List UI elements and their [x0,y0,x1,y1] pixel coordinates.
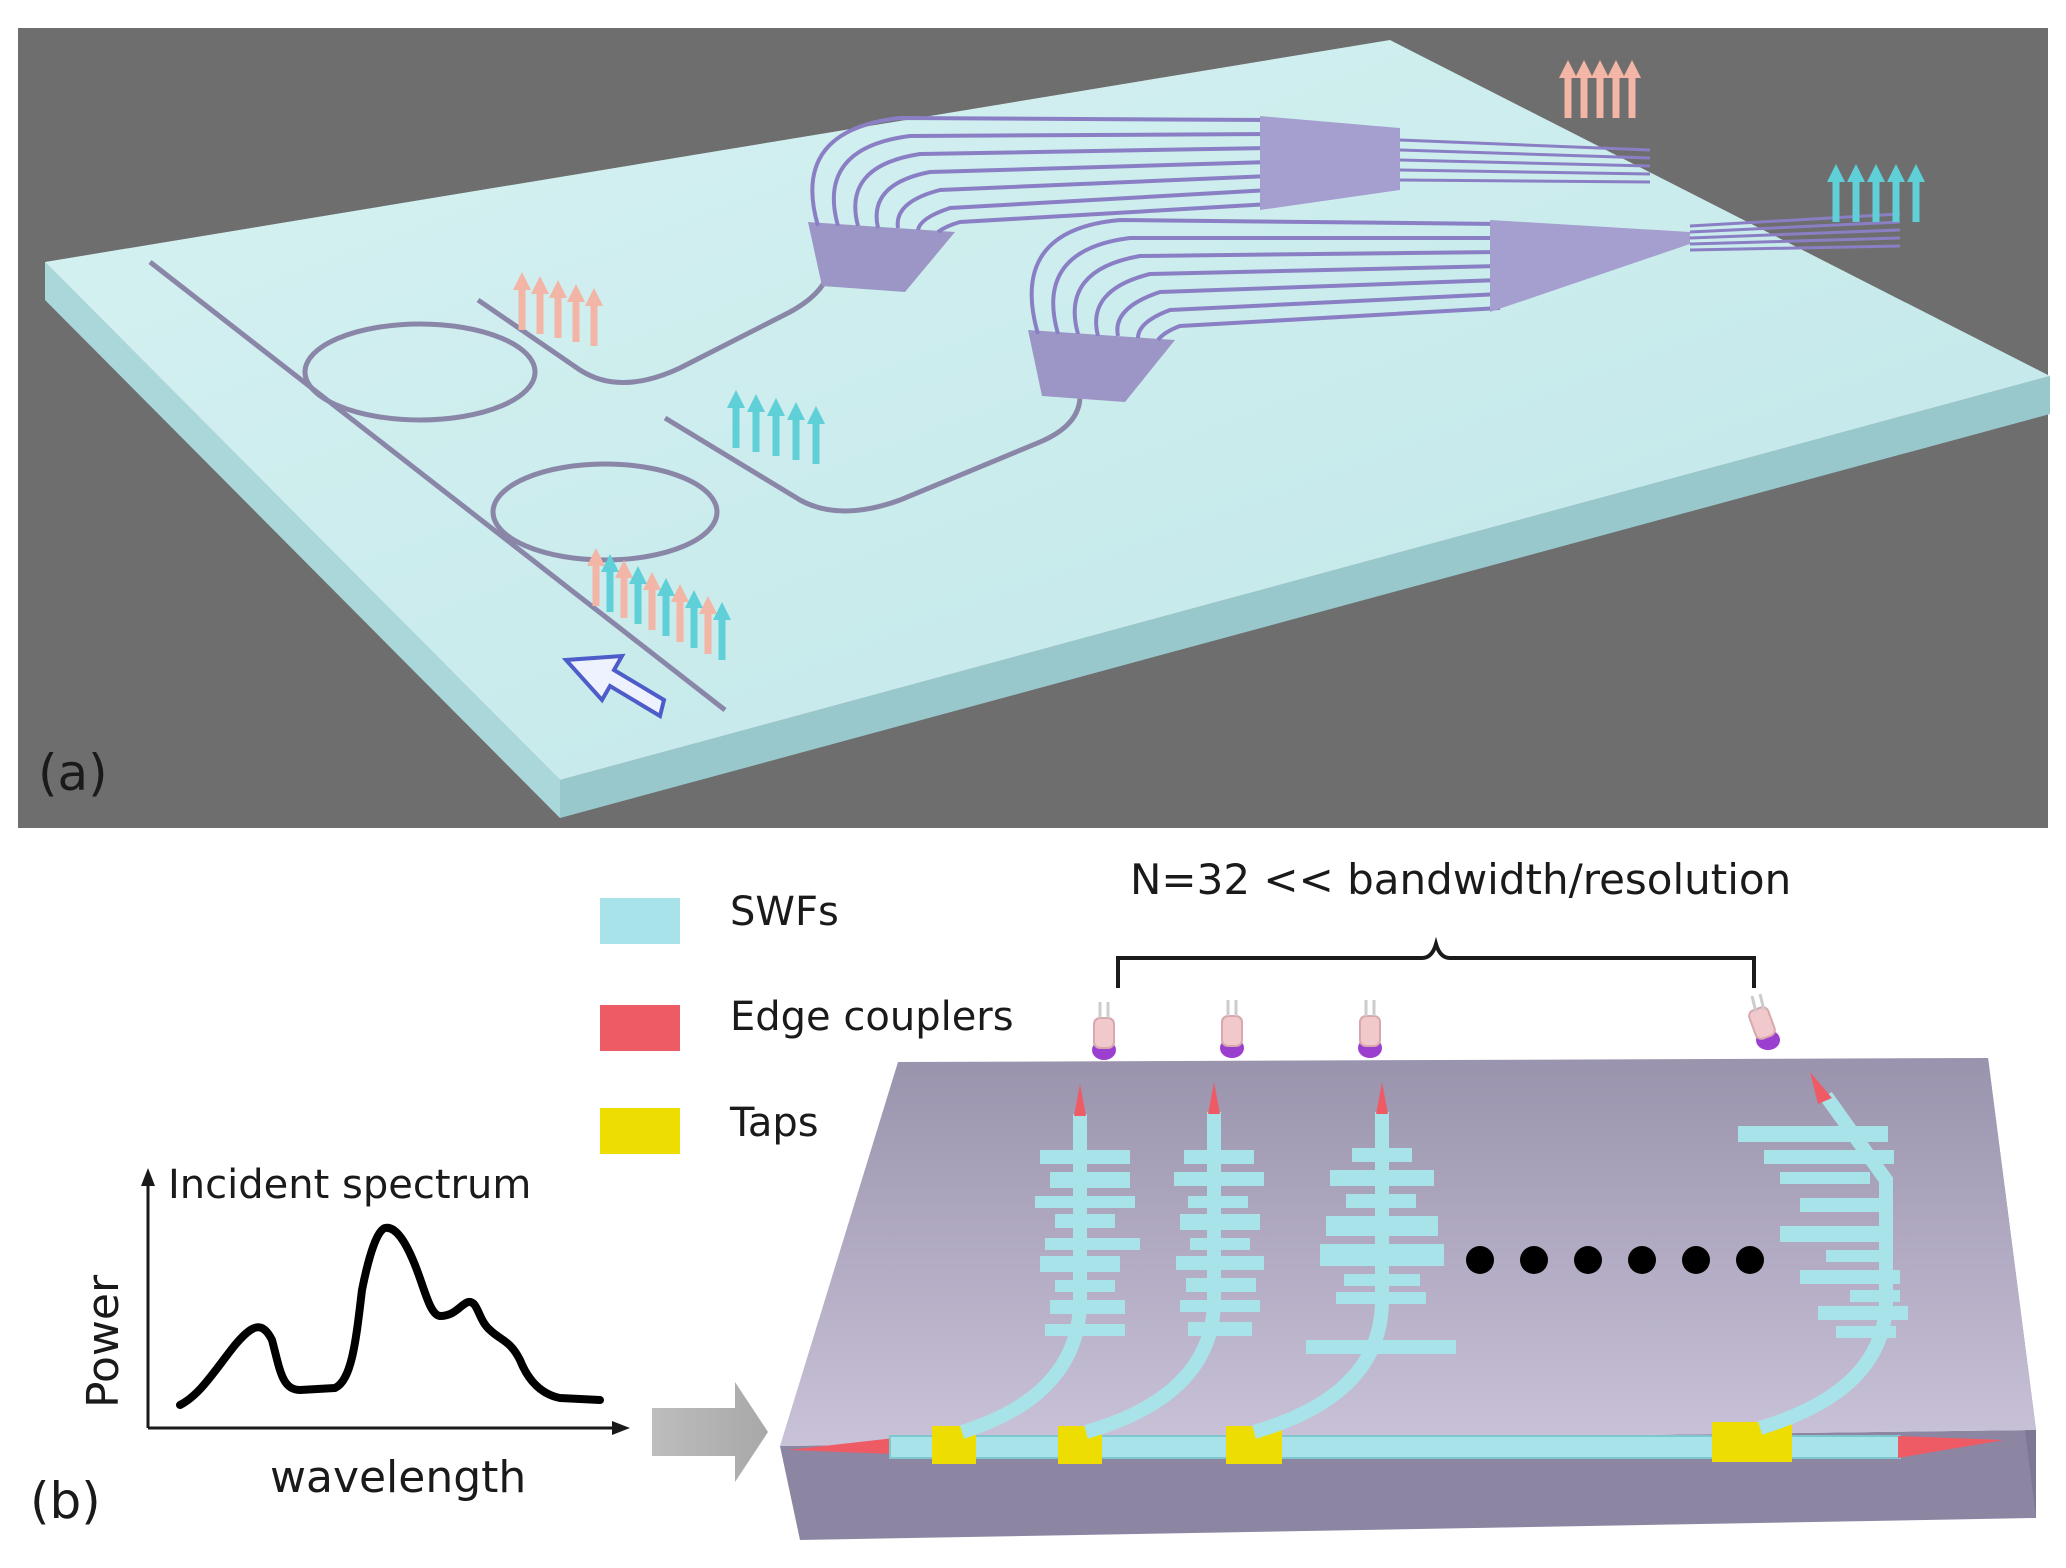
ring-resonator-lower [490,461,720,563]
swf-branch-1 [959,1002,1140,1439]
fiber-2 [1220,1000,1244,1058]
plot-title: Incident spectrum [168,1162,531,1208]
drop-waveguide-lower [663,395,1083,514]
panel-a-label: (a) [38,744,108,802]
fiber-3 [1358,1000,1382,1058]
awg-lower-input-star [1028,330,1175,402]
legend-swatch-swfs [600,898,680,944]
input-direction-arrow [561,653,667,720]
panel-a: (a) [18,28,2050,828]
panel-b-label: (b) [30,1472,101,1530]
edge-coupler-3 [1376,1082,1388,1114]
arrows-output-upper-pink [1559,60,1641,118]
plot-x-label: wavelength [270,1452,526,1503]
ellipsis-dots [1466,1246,1764,1274]
swf-branch-2 [1084,1000,1264,1439]
legend-label-swfs: SWFs [730,889,839,935]
awg-upper-input-star [808,222,955,292]
swf-branch-n [1738,993,1908,1435]
plot-x-axis-arrowhead [612,1421,630,1435]
awg-lower-output-star [1490,220,1690,312]
awg-lower [1028,212,1901,402]
bus-waveguide [148,260,727,712]
fiber-n [1748,993,1780,1050]
legend-label-edge-couplers: Edge couplers [730,994,1014,1040]
awg-upper [808,115,1651,292]
transfer-arrow [652,1382,768,1482]
edge-coupler-2 [1208,1082,1220,1114]
spectrum-plot: Incident spectrum Power wavelength [78,1162,630,1503]
fiber-1 [1092,1002,1116,1060]
chip-front-face [45,262,560,818]
bus-edge-coupler-right [1898,1436,2004,1458]
chip-bottom-face [560,376,2050,818]
legend-swatch-taps [600,1108,680,1154]
legend: SWFs Edge couplers Taps [600,889,1014,1154]
panel-b: SWFs Edge couplers Taps N=32 << bandwidt… [30,855,2036,1540]
edge-coupler-1 [1074,1084,1086,1116]
count-note: N=32 << bandwidth/resolution [1130,855,1791,904]
ring-resonator-upper [302,321,538,423]
legend-label-taps: Taps [729,1100,819,1146]
count-brace [1116,936,1756,988]
swf-branch-3 [1252,1000,1456,1439]
bus-edge-coupler-left [788,1438,894,1454]
plot-y-label: Power [78,1274,129,1408]
spectrum-curve [176,1223,604,1409]
plot-y-axis-arrowhead [141,1168,155,1186]
legend-swatch-edge-couplers [600,1005,680,1051]
awg-upper-output-star [1260,116,1400,210]
edge-coupler-n [1810,1072,1832,1104]
